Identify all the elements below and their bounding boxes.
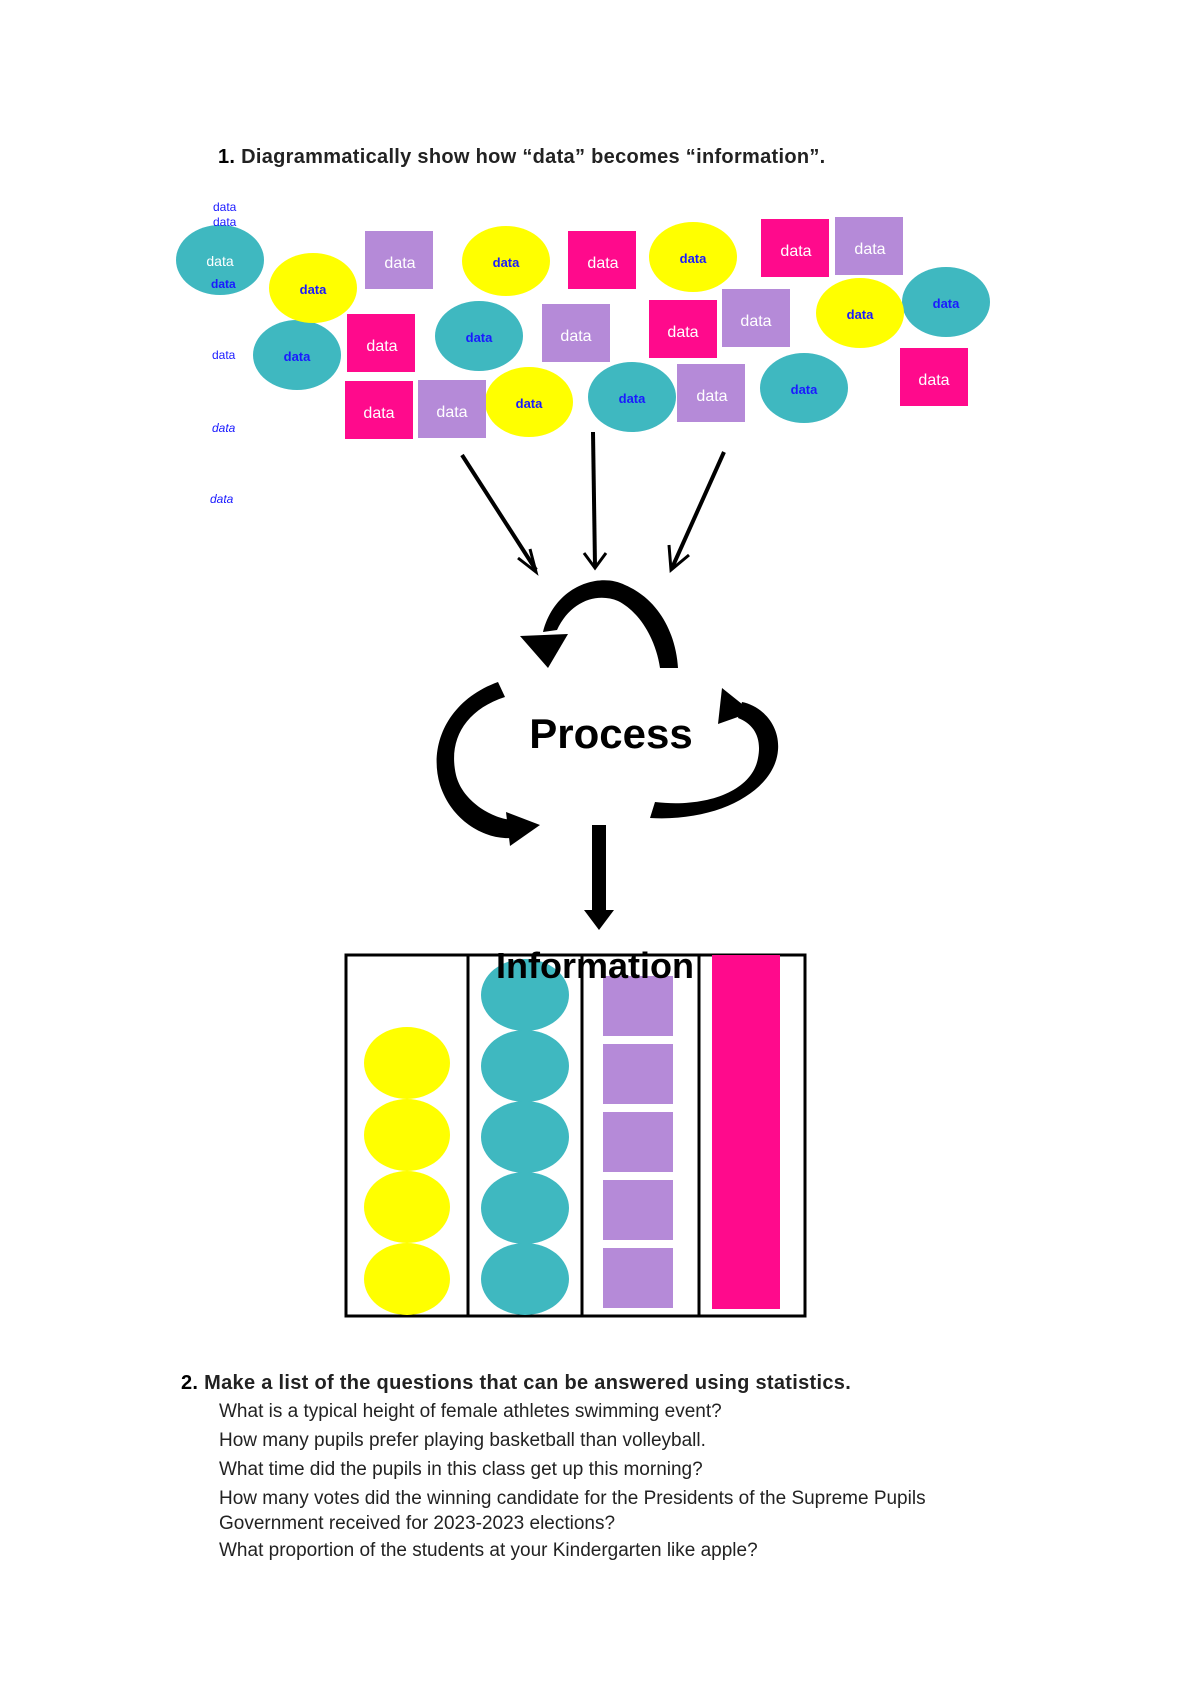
data-label: data (436, 404, 467, 421)
data-item-lavender: data (677, 364, 745, 422)
info-item-lavender (603, 1180, 673, 1240)
info-item-lavender (603, 1112, 673, 1172)
question-2-text: Make a list of the questions that can be… (204, 1372, 852, 1394)
data-label: data (210, 492, 234, 506)
data-item-teal: data (588, 362, 676, 432)
data-label: data (780, 243, 811, 260)
data-item-yellow: data (649, 222, 737, 292)
information-columns (364, 955, 780, 1315)
info-item-teal (481, 1243, 569, 1315)
info-item-teal (481, 1172, 569, 1244)
info-item-teal (481, 1030, 569, 1102)
data-label: data (740, 313, 771, 330)
info-item-pink (712, 955, 780, 1309)
info-item-yellow (364, 1099, 450, 1171)
question-2-heading: 2. Make a list of the questions that can… (181, 1372, 851, 1395)
data-item-lavender: data (542, 304, 610, 362)
info-item-lavender (603, 976, 673, 1036)
info-item-yellow (364, 1027, 450, 1099)
data-label: data (854, 241, 885, 258)
data-item-pink: data (900, 348, 968, 406)
data-label: data (212, 348, 236, 362)
data-item-teal: data (760, 353, 848, 423)
info-item-yellow (364, 1243, 450, 1315)
data-label: data (516, 396, 544, 411)
info-item-teal (481, 959, 569, 1031)
data-label: data (933, 296, 961, 311)
data-label: data (696, 388, 727, 405)
data-label: data (212, 421, 236, 435)
data-label: data (284, 349, 312, 364)
process-cycle (436, 580, 779, 846)
data-item-teal: data (253, 320, 341, 390)
question-1-number: 1. (218, 146, 236, 168)
data-label: data (466, 330, 494, 345)
data-label: data (587, 255, 618, 272)
data-item-pink: data (345, 381, 413, 439)
data-item-pink: data (347, 314, 415, 372)
data-label: data (667, 324, 698, 341)
data-label: data (384, 255, 415, 272)
data-label: data (847, 307, 875, 322)
data-label: data (619, 391, 647, 406)
info-item-lavender (603, 1044, 673, 1104)
data-item-lavender: data (365, 231, 433, 289)
data-to-information-diagram: data data data data data data data data … (176, 200, 990, 1318)
list-item: How many votes did the winning candidate… (219, 1488, 926, 1534)
data-item-lavender: data (418, 380, 486, 438)
stray-data-labels: data data data data data data (210, 200, 237, 506)
input-arrows (460, 431, 726, 576)
output-arrow (584, 825, 614, 930)
data-item-pink: data (649, 300, 717, 358)
info-item-teal (481, 1101, 569, 1173)
data-item-teal: data (902, 267, 990, 337)
info-item-yellow (364, 1171, 450, 1243)
data-item-yellow: data (269, 253, 357, 323)
data-label: data (213, 200, 237, 214)
data-item-pink: data (568, 231, 636, 289)
data-label: data (206, 253, 233, 269)
question-1-heading: 1. Diagrammatically show how “data” beco… (218, 146, 826, 169)
list-item: How many pupils prefer playing basketbal… (219, 1430, 706, 1451)
list-item: What proportion of the students at your … (219, 1540, 758, 1561)
data-item-yellow: data (816, 278, 904, 348)
data-label: data (300, 282, 328, 297)
data-label: data (493, 255, 521, 270)
data-item-yellow: data (462, 226, 550, 296)
question-1-text: Diagrammatically show how “data” becomes… (241, 146, 826, 168)
information-table: Information (344, 945, 807, 1318)
data-label: data (366, 338, 397, 355)
data-label: data (560, 328, 591, 345)
data-label: data (213, 215, 237, 229)
info-item-lavender (603, 1248, 673, 1308)
data-item-lavender: data (835, 217, 903, 275)
data-label: data (211, 277, 236, 291)
data-item-teal: data (176, 225, 264, 295)
information-label: Information (496, 945, 694, 986)
data-label: data (791, 382, 819, 397)
data-item-lavender: data (722, 289, 790, 347)
process-label: Process (529, 710, 692, 757)
data-label: data (680, 251, 708, 266)
statistics-questions-list: What is a typical height of female athle… (219, 1399, 1019, 1567)
data-item-yellow: data (485, 367, 573, 437)
data-label: data (918, 372, 949, 389)
data-label: data (363, 405, 394, 422)
question-2-number: 2. (181, 1372, 199, 1394)
data-items-cloud: data data data data data data data data … (176, 200, 990, 506)
data-item-teal: data (435, 301, 523, 371)
list-item: What time did the pupils in this class g… (219, 1459, 703, 1480)
data-item-pink: data (761, 219, 829, 277)
list-item: What is a typical height of female athle… (219, 1401, 722, 1422)
